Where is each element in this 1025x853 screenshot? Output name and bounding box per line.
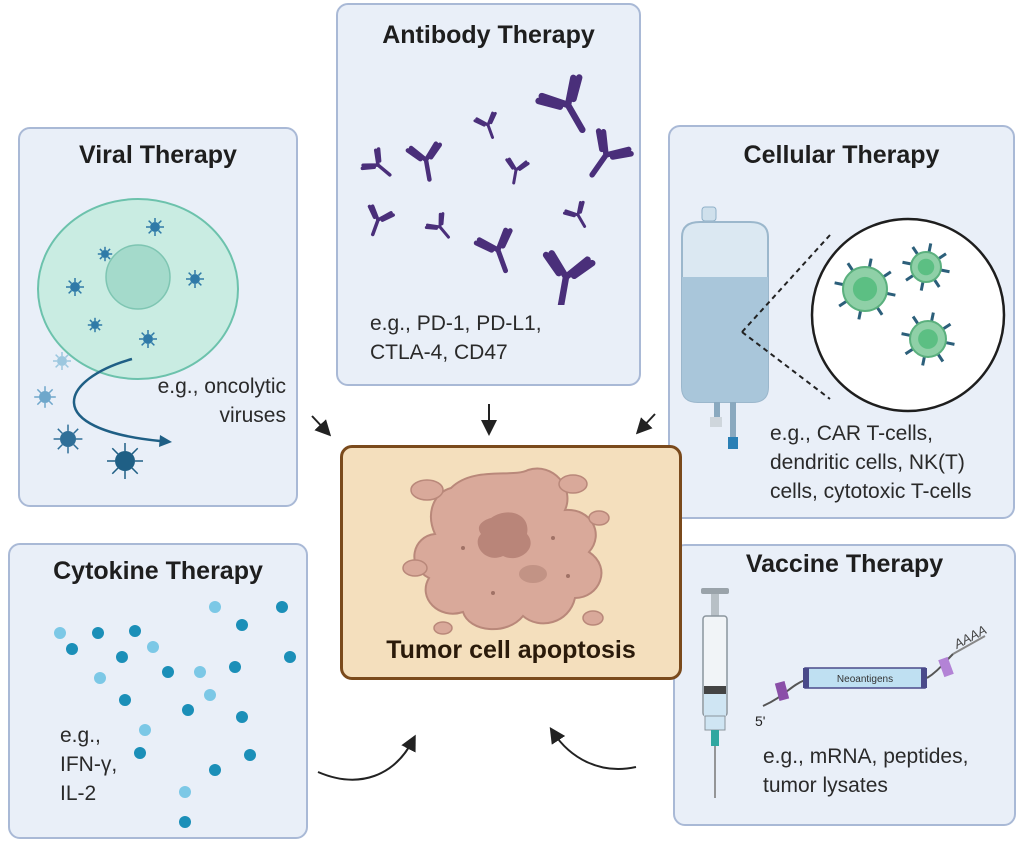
cytokine-dot <box>54 627 66 639</box>
cytokine-dot <box>182 704 194 716</box>
antibody-therapy-panel: Antibody Therapy e.g., PD-1, PD-L1, CTLA… <box>336 3 641 386</box>
t-cell-icon <box>901 312 955 366</box>
cytokine-dot <box>209 601 221 613</box>
vaccine-example-line-2: tumor lysates <box>763 774 888 797</box>
viral-example-line-1: e.g., oncolytic <box>157 375 286 398</box>
cytokine-dot <box>139 724 151 736</box>
virus-icon <box>97 246 113 262</box>
cytokine-dot <box>179 816 191 828</box>
antibody-icon <box>367 204 395 237</box>
antibody-icon <box>542 250 596 305</box>
tumor-apoptosis-label: Tumor cell apoptosis <box>386 636 636 664</box>
virus-icon <box>186 270 204 288</box>
iv-bag-illustration <box>681 206 1006 449</box>
virus-icon <box>139 330 157 348</box>
arrow-from-cellular <box>635 413 656 435</box>
cytokine-dot <box>134 747 146 759</box>
vaccine-example-line-1: e.g., mRNA, peptides, <box>763 745 969 768</box>
antibody-icon <box>473 111 497 139</box>
antibody-therapy-examples: e.g., PD-1, PD-L1, CTLA-4, CD47 <box>370 309 542 367</box>
vaccine-therapy-examples: e.g., mRNA, peptides, tumor lysates <box>763 742 968 800</box>
cytokine-example-line-2: IFN-γ, <box>60 753 118 776</box>
vaccine-therapy-title: Vaccine Therapy <box>745 550 944 578</box>
cytokine-dot <box>204 689 216 701</box>
cytokine-dot <box>284 651 296 663</box>
cytokine-therapy-examples: e.g., IFN-γ, IL-2 <box>60 721 117 808</box>
viral-cell-illustration <box>34 198 239 479</box>
cellular-therapy-panel: Cellular Therapy e.g., CAR T-cells, dend… <box>668 125 1015 519</box>
virus-icon <box>53 424 83 454</box>
tumor-apoptosis-box: Tumor cell apoptosis <box>340 445 682 680</box>
tumor-cell-illustration <box>402 467 610 635</box>
antibody-icon <box>589 128 634 178</box>
viral-example-line-2: viruses <box>219 404 286 427</box>
cytokine-dots-illustration <box>54 601 296 828</box>
cytokine-therapy-panel: Cytokine Therapy e.g., IFN-γ, IL-2 <box>8 543 308 839</box>
antibody-icon <box>473 227 513 274</box>
cytokine-dot <box>162 666 174 678</box>
antibody-icon <box>360 147 392 177</box>
cytokine-dot <box>209 764 221 776</box>
neoantigens-label: Neoantigens <box>837 674 893 685</box>
antibody-illustration <box>360 74 634 305</box>
cytokine-dot <box>236 619 248 631</box>
t-cell-icon <box>902 243 950 291</box>
cytokine-dot <box>194 666 206 678</box>
cytokine-dot <box>129 625 141 637</box>
virus-icon <box>146 218 164 236</box>
antibody-icon <box>405 141 443 182</box>
virus-icon <box>53 352 71 370</box>
cellular-example-line-3: cells, cytotoxic T-cells <box>770 480 972 503</box>
viral-therapy-title: Viral Therapy <box>79 141 237 169</box>
antibody-icon <box>562 200 587 228</box>
cytokine-dot <box>244 749 256 761</box>
cytokine-example-line-1: e.g., <box>60 724 101 747</box>
cytokine-dot <box>94 672 106 684</box>
viral-therapy-panel: Viral Therapy e.g., oncolytic viruses <box>18 127 298 507</box>
five-prime-label: 5' <box>755 713 765 729</box>
cytokine-dot <box>66 643 78 655</box>
cytokine-example-line-3: IL-2 <box>60 782 97 805</box>
virus-icon <box>66 278 84 296</box>
cytokine-dot <box>119 694 131 706</box>
viral-therapy-examples: e.g., oncolytic viruses <box>130 372 286 430</box>
cytokine-dot <box>236 711 248 723</box>
cytokine-therapy-title: Cytokine Therapy <box>53 557 263 585</box>
antibody-example-line-2: CTLA-4, CD47 <box>370 341 508 364</box>
arrow-from-cytokine <box>317 734 416 781</box>
cellular-therapy-examples: e.g., CAR T-cells, dendritic cells, NK(T… <box>770 419 972 506</box>
virus-icon <box>87 317 103 333</box>
virus-icon <box>34 386 56 408</box>
cytokine-dot <box>92 627 104 639</box>
cytokine-dot <box>179 786 191 798</box>
t-cell-icon <box>834 258 896 320</box>
cytokine-dot <box>229 661 241 673</box>
antibody-icon <box>505 157 530 185</box>
vaccine-therapy-panel: Vaccine Therapy Neoantigens AAAA 5' e.g.… <box>673 544 1016 826</box>
antibody-therapy-title: Antibody Therapy <box>382 21 595 49</box>
antibody-icon <box>535 74 586 134</box>
arrow-from-viral <box>311 415 332 437</box>
vaccine-illustration: Neoantigens AAAA 5' <box>701 588 989 798</box>
antibody-icon <box>424 212 450 239</box>
antibody-example-line-1: e.g., PD-1, PD-L1, <box>370 312 542 335</box>
cytokine-dot <box>116 651 128 663</box>
cellular-example-line-1: e.g., CAR T-cells, <box>770 422 933 445</box>
cellular-example-line-2: dendritic cells, NK(T) <box>770 451 965 474</box>
cellular-therapy-title: Cellular Therapy <box>743 141 940 169</box>
arrow-from-vaccine <box>549 726 637 770</box>
cytokine-dot <box>147 641 159 653</box>
virus-icon <box>107 443 143 479</box>
cytokine-dot <box>276 601 288 613</box>
